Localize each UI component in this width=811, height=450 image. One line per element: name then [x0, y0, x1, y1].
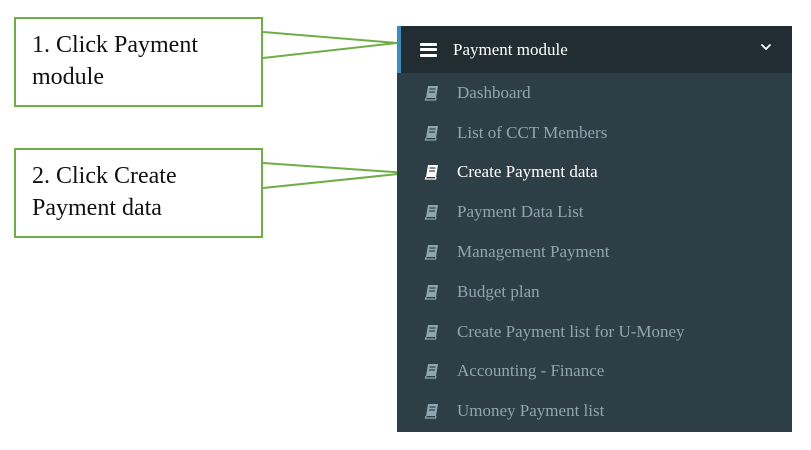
menu-item-create-payment-data[interactable]: Create Payment data [397, 153, 792, 193]
menu-item-dashboard[interactable]: Dashboard [397, 73, 792, 113]
menu-item-label: Accounting - Finance [457, 361, 605, 381]
book-icon [424, 165, 438, 181]
sidebar-menu: Payment module Dashboard List of CCT Mem… [397, 26, 792, 432]
hamburger-icon [420, 42, 437, 57]
book-icon [424, 404, 438, 419]
menu-item-label: Dashboard [457, 82, 531, 102]
payment-module-header[interactable]: Payment module [397, 26, 792, 73]
menu-item-accounting-finance[interactable]: Accounting - Finance [397, 352, 792, 392]
menu-item-list-of-cct-members[interactable]: List of CCT Members [397, 113, 792, 153]
menu-item-management-payment[interactable]: Management Payment [397, 232, 792, 272]
menu-item-create-payment-list-umoney[interactable]: Create Payment list for U-Money [397, 312, 792, 352]
menu-item-label: List of CCT Members [457, 122, 608, 142]
menu-item-label: Management Payment [457, 242, 610, 262]
menu-item-umoney-payment-list[interactable]: Umoney Payment list [397, 391, 792, 431]
menu-item-label: Create Payment data [457, 162, 598, 182]
callout-step-1-text: 1. Click Payment module [32, 32, 198, 90]
menu-item-label: Budget plan [457, 281, 540, 301]
menu-item-label: Payment Data List [457, 202, 584, 222]
menu-item-payment-data-list[interactable]: Payment Data List [397, 192, 792, 232]
book-icon [424, 245, 438, 260]
book-icon [424, 205, 438, 220]
menu-item-budget-plan[interactable]: Budget plan [397, 272, 792, 312]
chevron-down-icon[interactable] [760, 41, 772, 53]
book-icon [424, 85, 438, 101]
callout-step-2-text: 2. Click Create Payment data [32, 163, 177, 221]
callout-step-1: 1. Click Payment module [14, 17, 263, 107]
menu-item-label: Create Payment list for U-Money [457, 321, 685, 341]
callout-step-2: 2. Click Create Payment data [14, 148, 263, 238]
payment-module-label: Payment module [453, 39, 568, 59]
menu-item-label: Umoney Payment list [457, 401, 605, 421]
book-icon [424, 324, 438, 340]
book-icon [424, 284, 438, 300]
payment-submenu: Dashboard List of CCT Members Create Pay… [397, 73, 792, 431]
book-icon [424, 125, 438, 141]
book-icon [424, 364, 438, 380]
